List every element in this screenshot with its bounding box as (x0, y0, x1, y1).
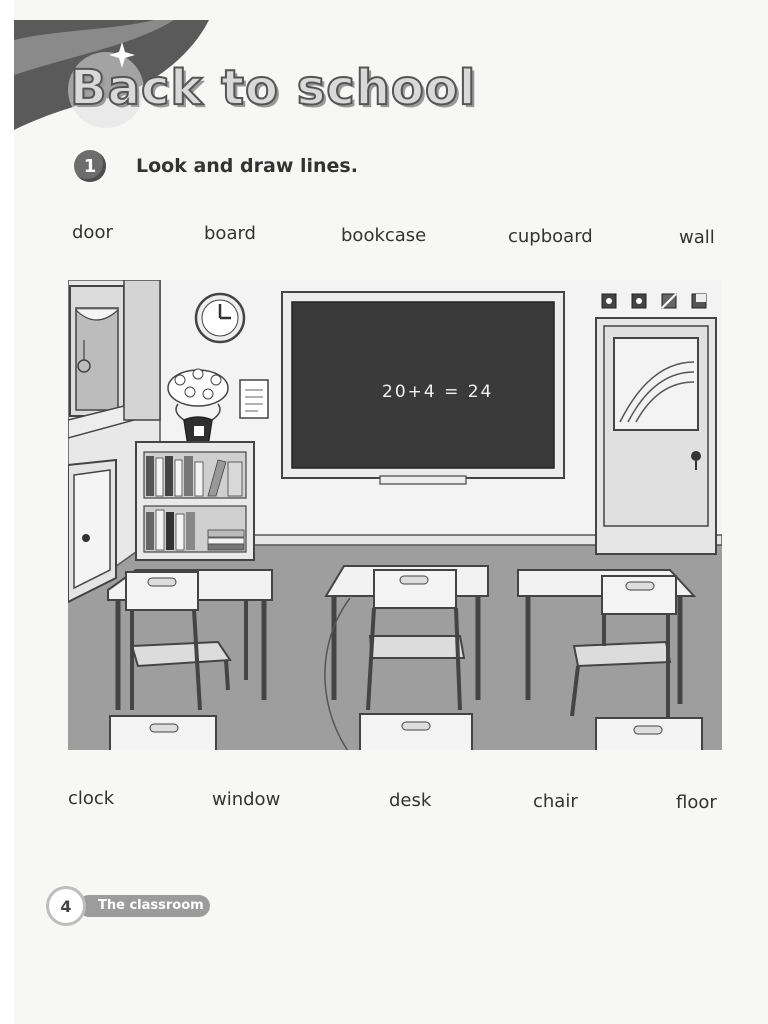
chair-middle (366, 569, 466, 711)
word-chair[interactable]: chair (533, 791, 578, 812)
front-chair-backs (109, 713, 703, 750)
classroom-illustration: 20+4 = 24 (68, 280, 722, 750)
page-title: Back to school (69, 59, 477, 117)
classroom-door (595, 317, 717, 555)
exercise-instruction: Look and draw lines. (136, 155, 358, 177)
example-answer-line (324, 597, 351, 750)
word-board[interactable]: board (204, 223, 256, 244)
bookcase (135, 441, 255, 561)
word-floor[interactable]: floor (676, 792, 717, 813)
scan-edge (0, 0, 14, 1024)
footer-section-title: The classroom (98, 898, 204, 913)
word-bookcase[interactable]: bookcase (341, 225, 427, 246)
blackboard (281, 291, 565, 485)
page-number: 4 (46, 886, 86, 926)
footer-section-bar (78, 895, 210, 917)
header-swoosh-decoration (14, 20, 209, 130)
wall-clock (194, 292, 246, 344)
chair-right (570, 575, 677, 720)
word-cupboard[interactable]: cupboard (508, 226, 593, 247)
wall-pictures (601, 293, 707, 309)
exercise-number-badge: 1 (74, 150, 106, 182)
classroom-cupboard (68, 458, 117, 604)
word-door[interactable]: door (72, 222, 113, 243)
board-equation-text: 20+4 = 24 (382, 382, 493, 402)
word-desk[interactable]: desk (389, 790, 432, 811)
wall-notice (239, 379, 269, 419)
classroom-window (68, 280, 161, 439)
chair-left (125, 571, 232, 711)
word-clock[interactable]: clock (68, 788, 115, 809)
flower-vase (167, 368, 229, 449)
word-window[interactable]: window (212, 789, 281, 810)
word-wall[interactable]: wall (679, 227, 715, 248)
